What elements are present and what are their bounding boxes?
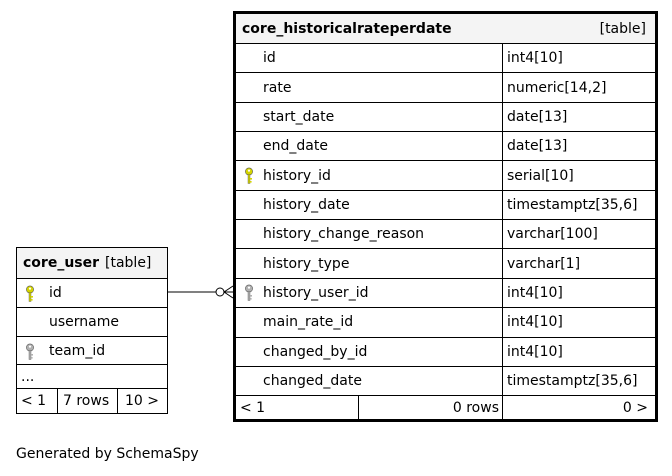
primary-key-icon xyxy=(25,285,35,303)
column-row[interactable]: username xyxy=(17,307,167,336)
parents-count[interactable]: < 1 xyxy=(240,399,266,416)
primary-key-icon xyxy=(244,167,254,185)
column-name: team_id xyxy=(49,343,106,359)
table-type-label: [table] xyxy=(599,20,646,37)
column-row[interactable]: rate numeric[14,2] xyxy=(236,72,655,101)
column-name: rate xyxy=(263,79,292,96)
column-name: id xyxy=(263,50,276,67)
parents-count[interactable]: < 1 xyxy=(21,393,47,409)
row-count: 0 rows xyxy=(452,399,499,416)
row-count: 7 rows xyxy=(63,393,110,409)
column-name: id xyxy=(49,285,62,301)
column-row[interactable]: history_change_reason varchar[100] xyxy=(236,219,655,248)
column-type: date[13] xyxy=(507,138,568,155)
column-row[interactable]: history_date timestamptz[35,6] xyxy=(236,189,655,219)
column-row[interactable]: id xyxy=(17,278,167,307)
table-footer: < 1 7 rows 10 > xyxy=(17,388,167,413)
column-row[interactable]: start_date date[13] xyxy=(236,101,655,131)
column-type: timestamptz[35,6] xyxy=(507,373,638,390)
column-name: end_date xyxy=(263,138,328,155)
column-row[interactable]: history_user_id int4[10] xyxy=(236,277,655,307)
column-name: main_rate_id xyxy=(263,314,354,331)
column-name: changed_by_id xyxy=(263,343,368,360)
foreign-key-icon xyxy=(244,284,254,302)
column-name: history_user_id xyxy=(263,284,369,301)
column-row[interactable]: end_date date[13] xyxy=(236,131,655,160)
column-type: timestamptz[35,6] xyxy=(507,196,638,213)
column-row[interactable]: id int4[10] xyxy=(236,43,655,72)
column-name: history_id xyxy=(263,167,331,184)
column-type: date[13] xyxy=(507,108,568,125)
foreign-key-icon xyxy=(25,343,35,361)
column-row[interactable]: history_type varchar[1] xyxy=(236,248,655,277)
column-name: history_change_reason xyxy=(263,226,425,243)
core-historicalrateperdate-table[interactable]: core_historicalrateperdate [table] id int… xyxy=(233,11,658,422)
column-type: int4[10] xyxy=(507,50,563,67)
column-type: int4[10] xyxy=(507,314,563,331)
children-count[interactable]: 10 > xyxy=(125,393,159,409)
column-name: history_type xyxy=(263,255,350,272)
table-header: core_user [table] xyxy=(17,248,167,278)
column-name: username xyxy=(49,314,119,330)
children-count[interactable]: 0 > xyxy=(622,399,648,416)
column-row[interactable]: history_id serial[10] xyxy=(236,160,655,189)
table-header: core_historicalrateperdate [table] xyxy=(236,14,655,43)
more-columns-row: ... xyxy=(17,364,167,388)
ellipsis: ... xyxy=(21,368,35,385)
column-name: history_date xyxy=(263,196,350,213)
column-type: varchar[1] xyxy=(507,255,581,272)
table-name[interactable]: core_user xyxy=(23,255,100,271)
table-name[interactable]: core_historicalrateperdate xyxy=(242,20,452,37)
column-name: start_date xyxy=(263,108,335,125)
table-type-label: [table] xyxy=(105,255,152,271)
column-type: numeric[14,2] xyxy=(507,79,607,96)
column-row[interactable]: main_rate_id int4[10] xyxy=(236,307,655,336)
column-row[interactable]: changed_date timestamptz[35,6] xyxy=(236,365,655,395)
column-type: serial[10] xyxy=(507,167,574,184)
generated-by-caption: Generated by SchemaSpy xyxy=(16,446,199,462)
column-type: int4[10] xyxy=(507,343,563,360)
column-row[interactable]: team_id xyxy=(17,336,167,365)
column-name: changed_date xyxy=(263,373,362,390)
column-type: varchar[100] xyxy=(507,226,598,243)
table-footer: < 1 0 rows 0 > xyxy=(236,395,655,419)
column-type: int4[10] xyxy=(507,284,563,301)
column-row[interactable]: changed_by_id int4[10] xyxy=(236,336,655,366)
